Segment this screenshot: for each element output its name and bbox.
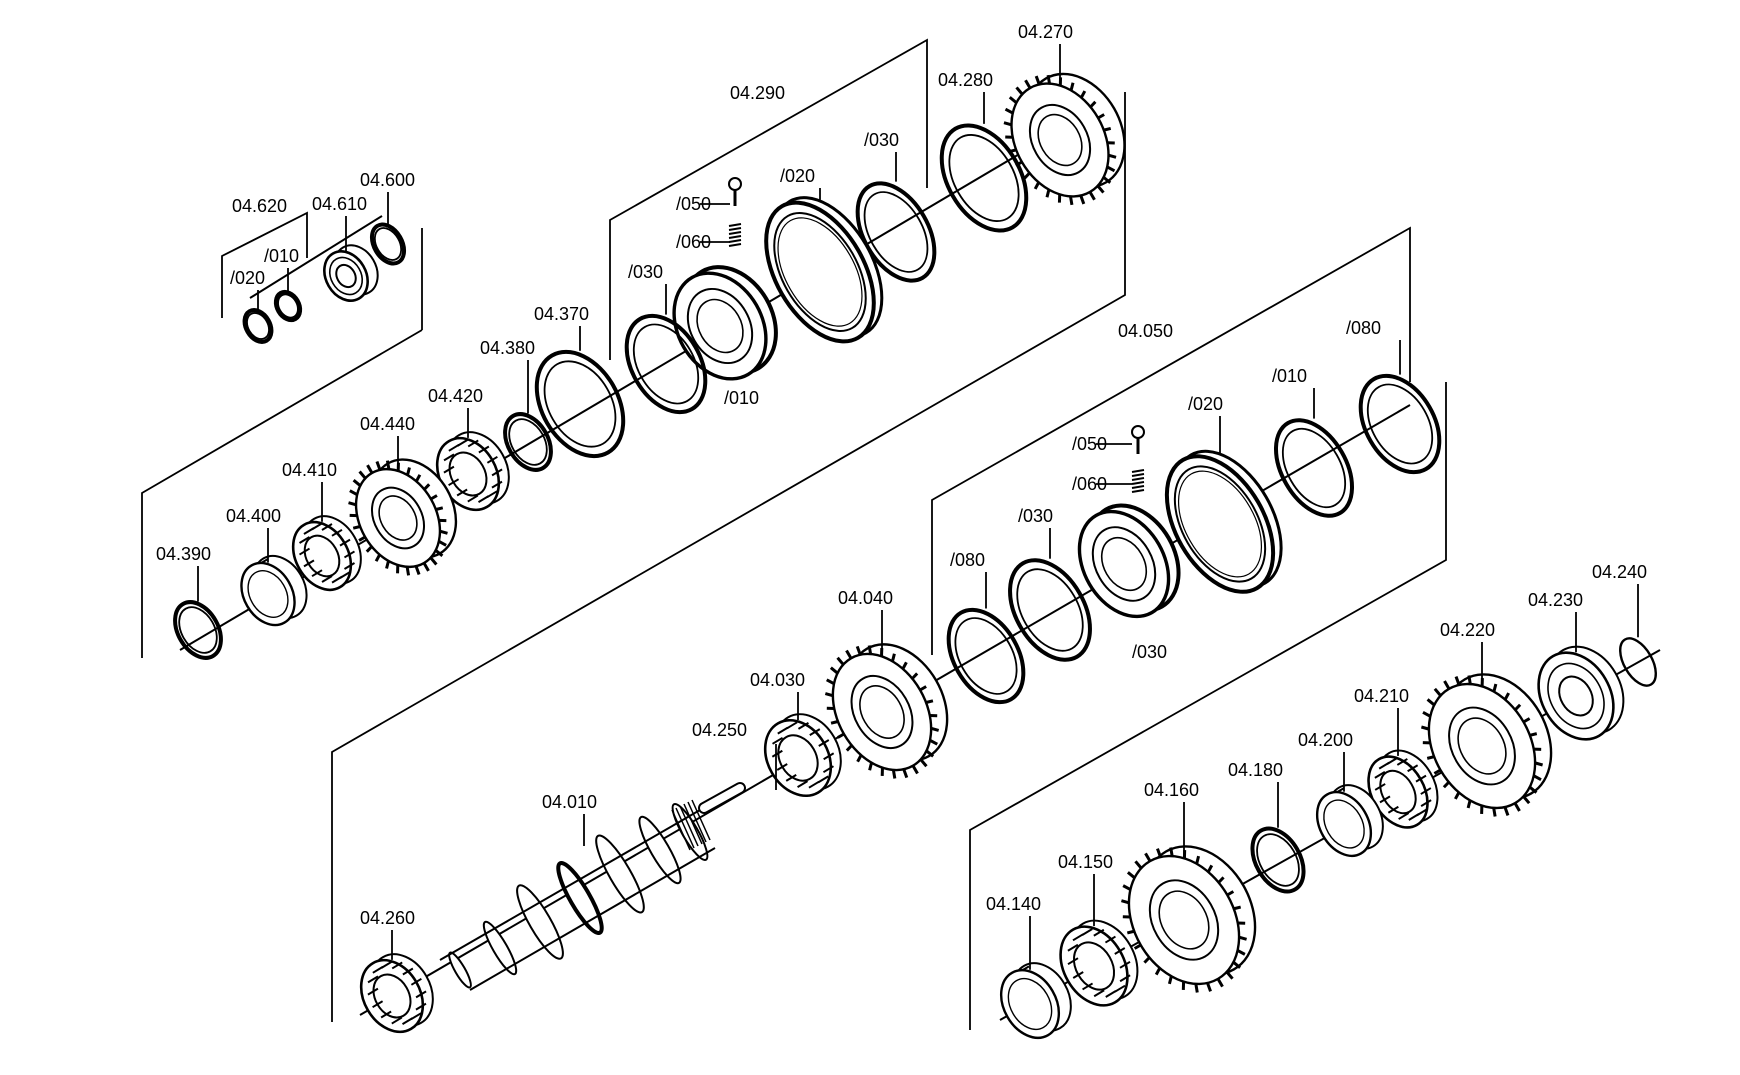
detent-pin — [1132, 426, 1144, 454]
label-04230: 04.230 — [1528, 590, 1583, 610]
label-04290-020: /020 — [780, 166, 815, 186]
label-04050-080a: /080 — [1346, 318, 1381, 338]
label-04040: 04.040 — [838, 588, 893, 608]
label-04380: 04.380 — [480, 338, 535, 358]
label-04210: 04.210 — [1354, 686, 1409, 706]
label-04050-030b: /010 — [1272, 366, 1307, 386]
label-04610: 04.610 — [312, 194, 367, 214]
label-04150: 04.150 — [1058, 852, 1113, 872]
label-04440: 04.440 — [360, 414, 415, 434]
label-04620-010: /010 — [264, 246, 299, 266]
label-04280: 04.280 — [938, 70, 993, 90]
detent-spring — [729, 224, 741, 246]
detent-pin — [729, 178, 741, 206]
label-04160: 04.160 — [1144, 780, 1199, 800]
label-04050-030a: /030 — [1018, 506, 1053, 526]
part-010-washer — [271, 288, 305, 325]
label-04370: 04.370 — [534, 304, 589, 324]
label-04250: 04.250 — [692, 720, 747, 740]
part-04390-washer — [166, 594, 231, 666]
label-group-04290: 04.290 — [730, 83, 785, 103]
label-04290-010: /010 — [724, 388, 759, 408]
part-020-washer — [239, 305, 277, 346]
label-04290-030b: /030 — [628, 262, 663, 282]
label-04220: 04.220 — [1440, 620, 1495, 640]
label-04290-050: /050 — [676, 194, 711, 214]
label-04390: 04.390 — [156, 544, 211, 564]
label-04290-060: /060 — [676, 232, 711, 252]
part-030-ring — [1260, 407, 1367, 529]
label-04620-020: /020 — [230, 268, 265, 288]
label-04420: 04.420 — [428, 386, 483, 406]
label-04050-080b: /080 — [950, 550, 985, 570]
part-080-ring — [933, 597, 1038, 716]
label-group-04050: 04.050 — [1118, 321, 1173, 341]
label-group-04620: 04.620 — [232, 196, 287, 216]
label-04290-030a: /030 — [864, 130, 899, 150]
label-04410: 04.410 — [282, 460, 337, 480]
part-04180-ring — [1242, 820, 1314, 901]
label-04050-010: /030 — [1132, 642, 1167, 662]
label-04240: 04.240 — [1592, 562, 1647, 582]
label-04050-050: /050 — [1072, 434, 1107, 454]
parts-layer — [166, 56, 1663, 1048]
label-04050-060: /060 — [1072, 474, 1107, 494]
label-04200: 04.200 — [1298, 730, 1353, 750]
part-04010-shaft — [440, 800, 715, 990]
part-080-ring — [1345, 362, 1456, 486]
part-04260-needle-bearing — [349, 943, 445, 1043]
assembly-axes — [180, 130, 1660, 1020]
part-04370-ring — [519, 337, 641, 472]
label-04600: 04.600 — [360, 170, 415, 190]
label-04260: 04.260 — [360, 908, 415, 928]
detent-spring — [1132, 470, 1144, 492]
label-04010: 04.010 — [542, 792, 597, 812]
label-04270: 04.270 — [1018, 22, 1073, 42]
part-04270-gear — [992, 56, 1144, 214]
label-04050-020: /020 — [1188, 394, 1223, 414]
label-04030: 04.030 — [750, 670, 805, 690]
label-04140: 04.140 — [986, 894, 1041, 914]
label-04180: 04.180 — [1228, 760, 1283, 780]
label-04400: 04.400 — [226, 506, 281, 526]
